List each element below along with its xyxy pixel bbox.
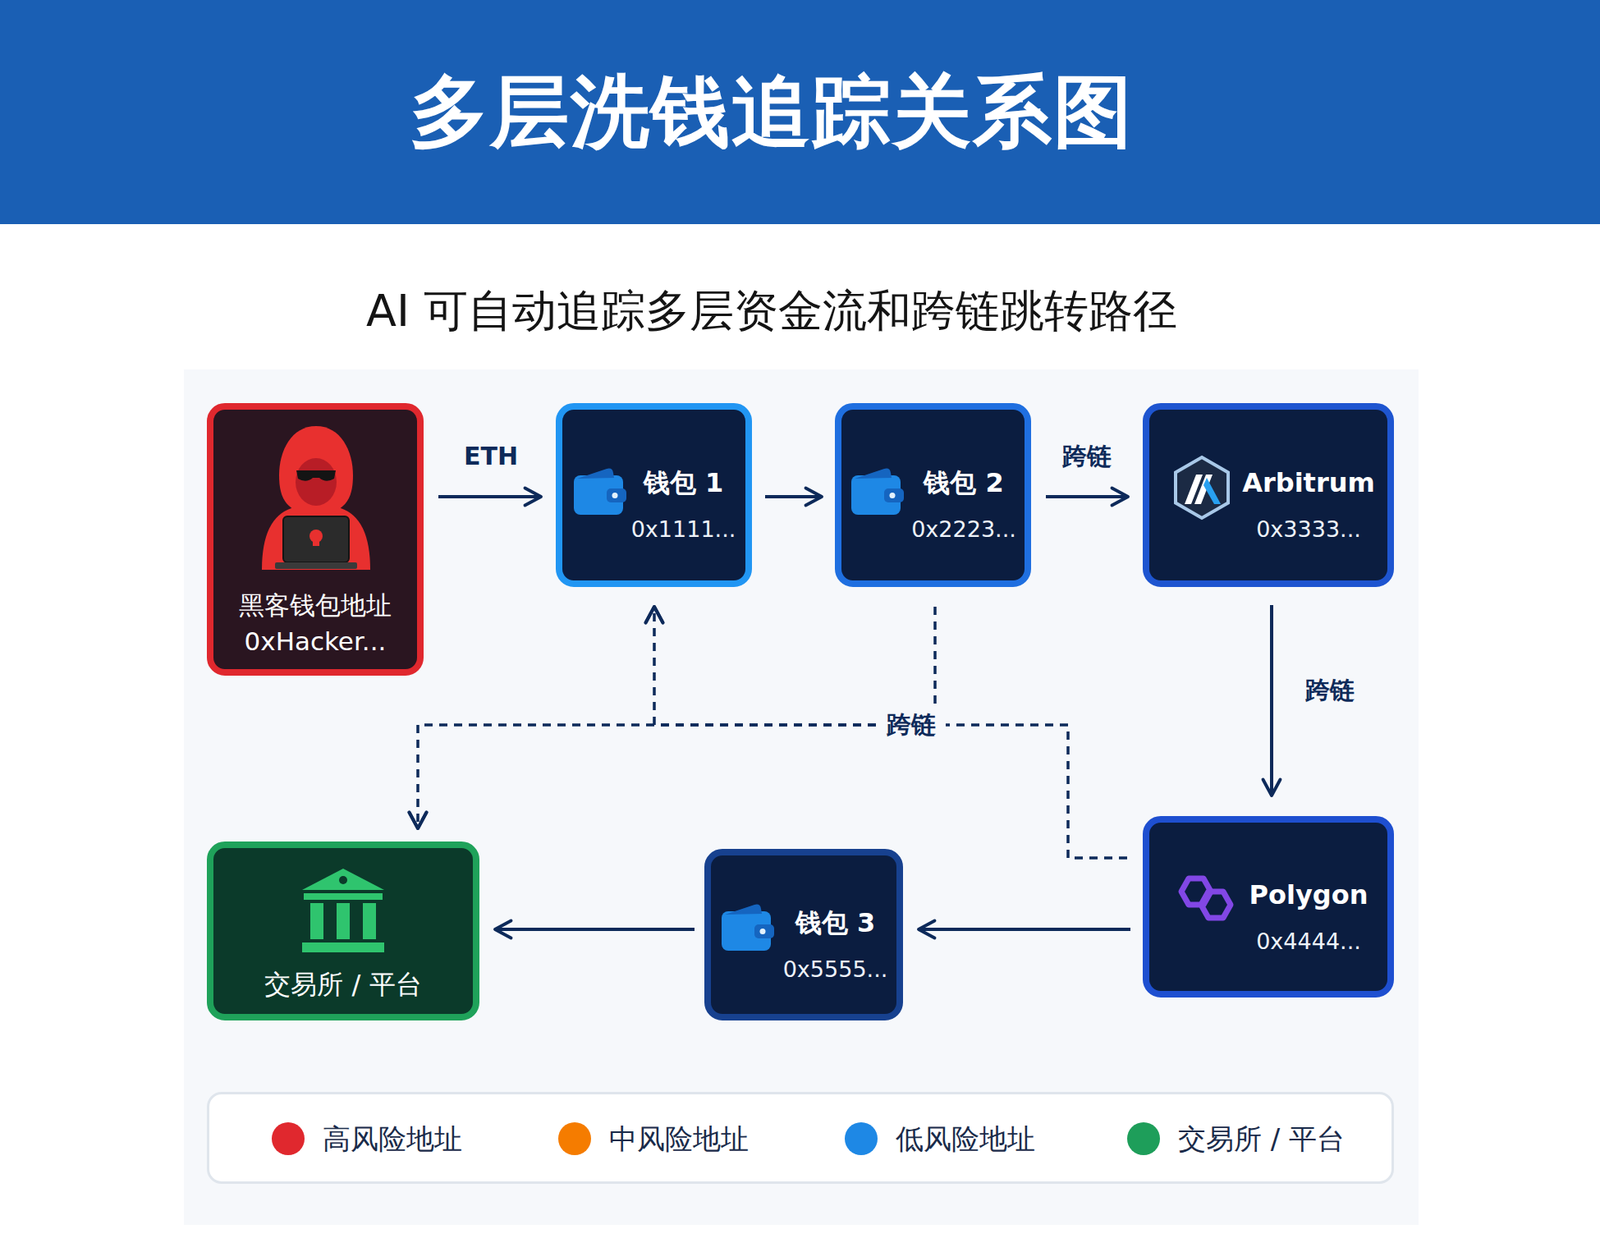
node-title: Polygon <box>1249 878 1369 912</box>
legend-text: 低风险地址 <box>895 1122 1036 1156</box>
wallet-box: 钱包 2 0x2223... <box>834 403 1032 587</box>
node-title: 钱包 3 <box>795 906 876 940</box>
chain-box: Polygon 0x4444... <box>1142 816 1394 998</box>
flow-arrow <box>495 927 695 931</box>
edge-label: 跨链 <box>1305 674 1355 707</box>
chain-box: Arbitrum 0x3333... <box>1142 403 1394 587</box>
cross-chain-link <box>654 606 936 725</box>
legend-item: 低风险地址 <box>844 1122 1036 1156</box>
flow-arrow <box>765 495 822 499</box>
edge-label: 跨链 <box>1062 440 1112 473</box>
cross-chain-link <box>417 606 936 829</box>
legend-item: 中风险地址 <box>558 1122 749 1156</box>
flow-arrow <box>1269 605 1274 796</box>
node-title: 钱包 1 <box>643 466 724 500</box>
node-title: 黑客钱包地址 <box>238 588 392 622</box>
address-text: 0x1111... <box>631 515 737 544</box>
node-title: 交易所 / 平台 <box>264 967 422 1001</box>
cross-chain-link <box>654 606 1128 858</box>
address-text: 0x3333... <box>1256 515 1362 544</box>
address-text: 0x2223... <box>911 515 1017 544</box>
subtitle-text: AI 可自动追踪多层资金流和跨链跳转路径 <box>0 283 1544 340</box>
flow-arrow <box>438 495 541 499</box>
wallet-box: 钱包 3 0x5555... <box>704 848 904 1021</box>
flow-arrow <box>918 927 1131 931</box>
legend-swatch <box>271 1122 305 1156</box>
legend-item: 高风险地址 <box>271 1122 463 1156</box>
address-text: 0x5555... <box>783 955 889 984</box>
node-title: Arbitrum <box>1242 466 1376 500</box>
page-title: 多层洗钱追踪关系图 <box>0 0 1544 225</box>
legend-swatch <box>1127 1122 1160 1156</box>
exchange-box: 交易所 / 平台 <box>206 841 480 1021</box>
legend-item: 交易所 / 平台 <box>1127 1122 1345 1156</box>
flow-arrow <box>1045 495 1128 499</box>
address-text: 0xHacker... <box>244 624 387 658</box>
edge-label: 跨链 <box>876 709 946 741</box>
legend-text: 交易所 / 平台 <box>1178 1122 1345 1156</box>
node-title: 钱包 2 <box>923 466 1004 500</box>
wallet-box: 钱包 1 0x1111... <box>555 403 752 587</box>
legend-swatch <box>558 1122 592 1156</box>
hacker-box: 黑客钱包地址0xHacker... <box>206 403 424 676</box>
address-text: 0x4444... <box>1256 927 1362 956</box>
legend-text: 高风险地址 <box>322 1122 463 1156</box>
cross-chain-link <box>417 724 1128 858</box>
edge-label: ETH <box>463 440 519 473</box>
legend-text: 中风险地址 <box>609 1122 749 1156</box>
legend-swatch <box>844 1122 878 1156</box>
